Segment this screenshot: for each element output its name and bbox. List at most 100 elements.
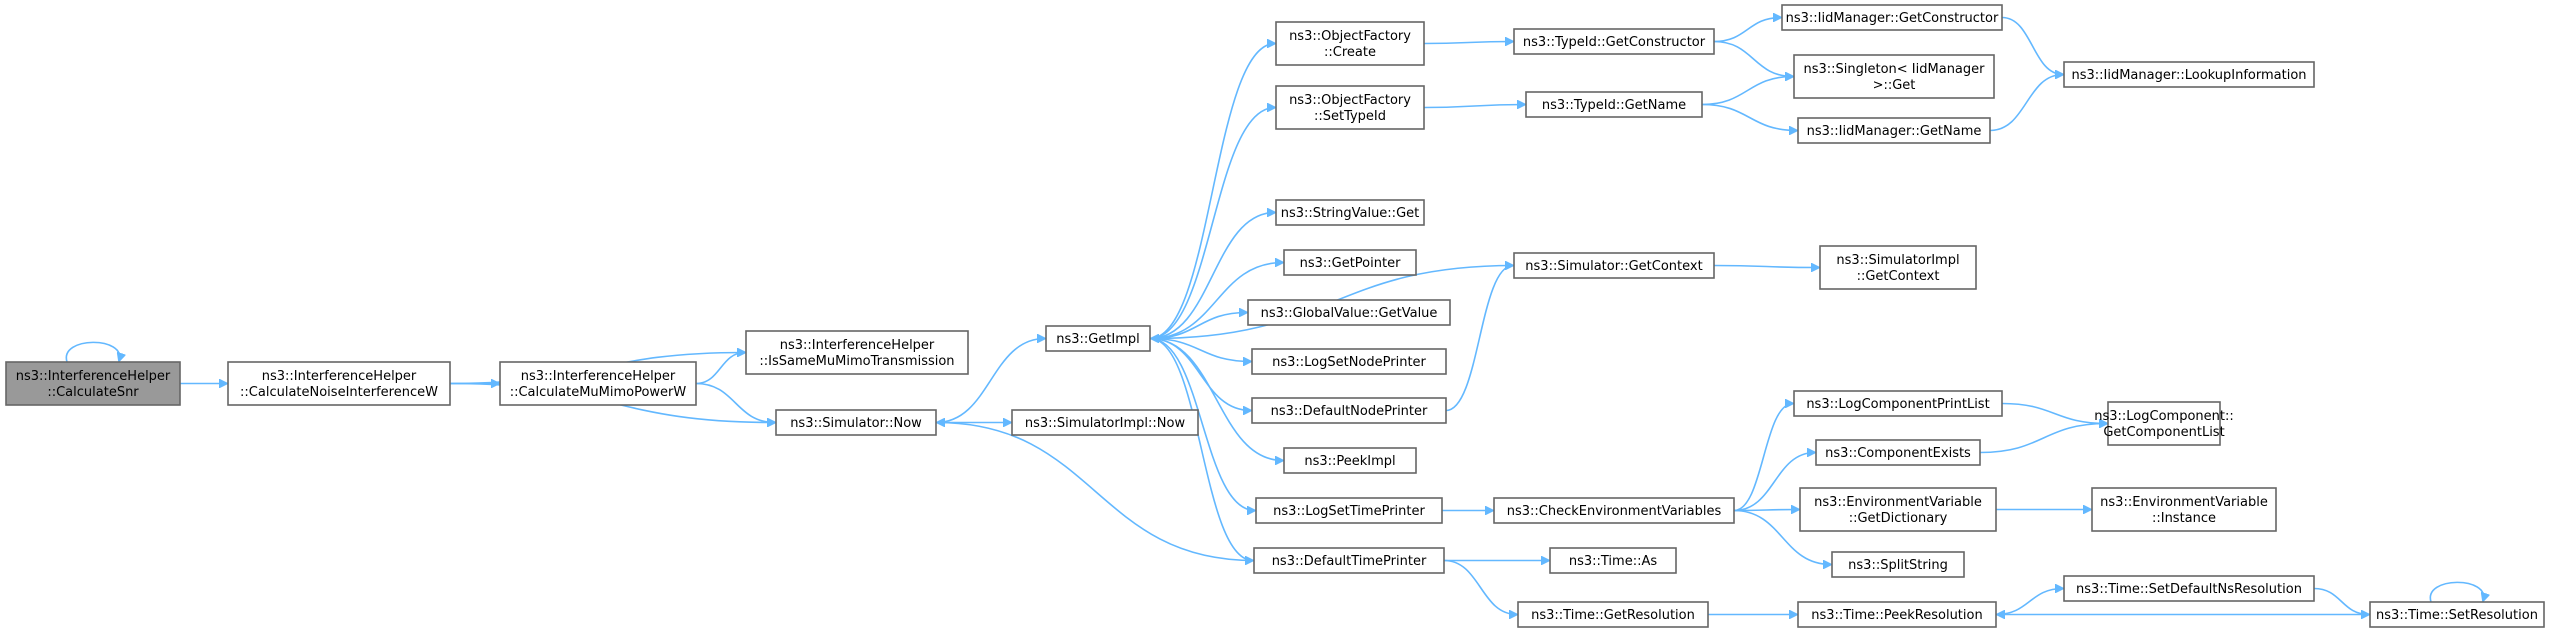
node-ns3-simulator-now[interactable]: ns3::Simulator::Now <box>775 409 937 436</box>
node-ns3-time-as[interactable]: ns3::Time::As <box>1549 547 1677 574</box>
node-label: ns3::Simulator::Now <box>790 416 922 431</box>
node-box[interactable] <box>775 409 937 436</box>
node-ns3-environmentvariable-getdictionary[interactable]: ns3::EnvironmentVariable::GetDictionary <box>1799 487 1997 532</box>
node-ns3-stringvalue-get[interactable]: ns3::StringValue::Get <box>1275 199 1425 226</box>
node-ns3-iidmanager-lookupinformation[interactable]: ns3::IidManager::LookupInformation <box>2063 61 2315 88</box>
node-label: ::IsSameMuMimoTransmission <box>759 354 954 369</box>
node-label: ns3::SimulatorImpl::Now <box>1025 416 1186 431</box>
node-ns3-logcomponentprintlist[interactable]: ns3::LogComponentPrintList <box>1793 390 2003 417</box>
node-label: ns3::InterferenceHelper <box>262 369 417 384</box>
edge-n16-to-n22 <box>1443 559 1517 615</box>
edge-n4-to-n5 <box>935 339 1045 424</box>
node-label: ns3::EnvironmentVariable <box>1814 495 1982 510</box>
node-ns3-environmentvariable-instance[interactable]: ns3::EnvironmentVariable::Instance <box>2091 487 2277 532</box>
node-ns3-time-getresolution[interactable]: ns3::Time::GetResolution <box>1517 601 1709 628</box>
node-label: ::SetTypeId <box>1314 109 1386 124</box>
node-box[interactable] <box>1797 117 1991 144</box>
node-ns3-getpointer[interactable]: ns3::GetPointer <box>1283 249 1417 276</box>
node-ns3-interferencehelper-calculatenoiseinterferencew[interactable]: ns3::InterferenceHelper::CalculateNoiseI… <box>227 361 451 406</box>
node-ns3-componentexists[interactable]: ns3::ComponentExists <box>1815 439 1981 466</box>
node-label: ns3::StringValue::Get <box>1281 206 1419 221</box>
node-ns3-simulatorimpl-now[interactable]: ns3::SimulatorImpl::Now <box>1011 409 1199 436</box>
node-box[interactable] <box>1799 487 1997 532</box>
node-ns3-splitstring[interactable]: ns3::SplitString <box>1831 551 1965 578</box>
node-label: ::CalculateNoiseInterferenceW <box>240 385 438 400</box>
node-box[interactable] <box>2107 401 2221 446</box>
node-label: ns3::IidManager::LookupInformation <box>2071 68 2306 83</box>
node-label: ns3::EnvironmentVariable <box>2100 495 2268 510</box>
node-box[interactable] <box>1549 547 1677 574</box>
node-ns3-interferencehelper-issamemumimotransmission[interactable]: ns3::InterferenceHelper::IsSameMuMimoTra… <box>745 330 969 375</box>
node-ns3-simulator-getcontext[interactable]: ns3::Simulator::GetContext <box>1513 252 1715 279</box>
node-box[interactable] <box>1793 390 2003 417</box>
node-box[interactable] <box>1517 601 1709 628</box>
node-ns3-logsetnodeprinter[interactable]: ns3::LogSetNodePrinter <box>1251 348 1447 375</box>
node-box[interactable] <box>1493 497 1735 524</box>
node-box[interactable] <box>1251 397 1447 424</box>
node-ns3-defaultnodeprinter[interactable]: ns3::DefaultNodePrinter <box>1251 397 1447 424</box>
edge-n19-to-n26 <box>1713 266 1819 268</box>
node-box[interactable] <box>1255 497 1443 524</box>
edge-n18-to-n24 <box>1701 77 1793 106</box>
node-ns3-globalvalue-getvalue[interactable]: ns3::GlobalValue::GetValue <box>1247 299 1451 326</box>
node-label: ns3::Time::SetResolution <box>2376 608 2538 623</box>
node-box[interactable] <box>499 361 697 406</box>
node-ns3-iidmanager-getconstructor[interactable]: ns3::IidManager::GetConstructor <box>1781 4 2003 31</box>
node-ns3-peekimpl[interactable]: ns3::PeekImpl <box>1283 447 1417 474</box>
node-box[interactable] <box>1797 601 1997 628</box>
node-ns3-typeid-getname[interactable]: ns3::TypeId::GetName <box>1525 91 1703 118</box>
node-label: ::GetDictionary <box>1849 511 1948 526</box>
node-ns3-objectfactory-create[interactable]: ns3::ObjectFactory::Create <box>1275 21 1425 66</box>
node-box[interactable] <box>1283 447 1417 474</box>
node-box[interactable] <box>227 361 451 406</box>
node-ns3-simulatorimpl-getcontext[interactable]: ns3::SimulatorImpl::GetContext <box>1819 245 1977 290</box>
node-ns3-logsettimeprinter[interactable]: ns3::LogSetTimePrinter <box>1255 497 1443 524</box>
node-ns3-logcomponent-getcomponentlist[interactable]: ns3::LogComponent::GetComponentList <box>2094 401 2234 446</box>
node-box[interactable] <box>1815 439 1981 466</box>
edge-n5-to-n12 <box>1149 337 1251 362</box>
node-box[interactable] <box>1247 299 1451 326</box>
node-box[interactable] <box>1283 249 1417 276</box>
node-box[interactable] <box>1819 245 1977 290</box>
node-box[interactable] <box>1011 409 1199 436</box>
edge-n7-to-n17 <box>1423 42 1513 44</box>
node-ns3-singleton-iidmanager-get[interactable]: ns3::Singleton< IidManager >::Get <box>1793 54 1995 99</box>
node-box[interactable] <box>1275 85 1425 130</box>
node-box[interactable] <box>1253 547 1445 574</box>
node-box[interactable] <box>1525 91 1703 118</box>
node-ns3-time-setdefaultnsresolution[interactable]: ns3::Time::SetDefaultNsResolution <box>2063 575 2315 602</box>
node-ns3-iidmanager-getname[interactable]: ns3::IidManager::GetName <box>1797 117 1991 144</box>
node-box[interactable] <box>1251 348 1447 375</box>
node-box[interactable] <box>2063 61 2315 88</box>
node-label: ns3::Time::PeekResolution <box>1811 608 1982 623</box>
node-box[interactable] <box>2369 601 2545 628</box>
node-box[interactable] <box>1275 199 1425 226</box>
node-box[interactable] <box>2063 575 2315 602</box>
node-box[interactable] <box>5 361 181 406</box>
edge-n18-to-n25 <box>1701 103 1797 131</box>
node-box[interactable] <box>1513 28 1715 55</box>
node-ns3-getimpl[interactable]: ns3::GetImpl <box>1045 325 1151 352</box>
node-box[interactable] <box>2091 487 2277 532</box>
node-label: ::Create <box>1324 45 1376 60</box>
node-box[interactable] <box>745 330 969 375</box>
node-box[interactable] <box>1513 252 1715 279</box>
node-label: ns3::Time::GetResolution <box>1531 608 1695 623</box>
node-ns3-interferencehelper-calculatemumimopowerw[interactable]: ns3::InterferenceHelper::CalculateMuMimo… <box>499 361 697 406</box>
node-label: ::GetContext <box>1857 269 1940 284</box>
node-ns3-objectfactory-settypeid[interactable]: ns3::ObjectFactory::SetTypeId <box>1275 85 1425 130</box>
node-box[interactable] <box>1781 4 2003 31</box>
node-box[interactable] <box>1275 21 1425 66</box>
node-ns3-checkenvironmentvariables[interactable]: ns3::CheckEnvironmentVariables <box>1493 497 1735 524</box>
node-box[interactable] <box>1045 325 1151 352</box>
node-ns3-interferencehelper-calculatesnr[interactable]: ns3::InterferenceHelper::CalculateSnr <box>5 361 181 406</box>
node-box[interactable] <box>1793 54 1995 99</box>
node-ns3-defaulttimeprinter[interactable]: ns3::DefaultTimePrinter <box>1253 547 1445 574</box>
node-label: ns3::DefaultTimePrinter <box>1272 554 1427 569</box>
node-ns3-time-setresolution[interactable]: ns3::Time::SetResolution <box>2369 601 2545 628</box>
node-box[interactable] <box>1831 551 1965 578</box>
node-ns3-typeid-getconstructor[interactable]: ns3::TypeId::GetConstructor <box>1513 28 1715 55</box>
edge-n23-to-n32 <box>2001 16 2063 75</box>
node-label: ns3::ComponentExists <box>1825 446 1971 461</box>
node-ns3-time-peekresolution[interactable]: ns3::Time::PeekResolution <box>1797 601 1997 628</box>
